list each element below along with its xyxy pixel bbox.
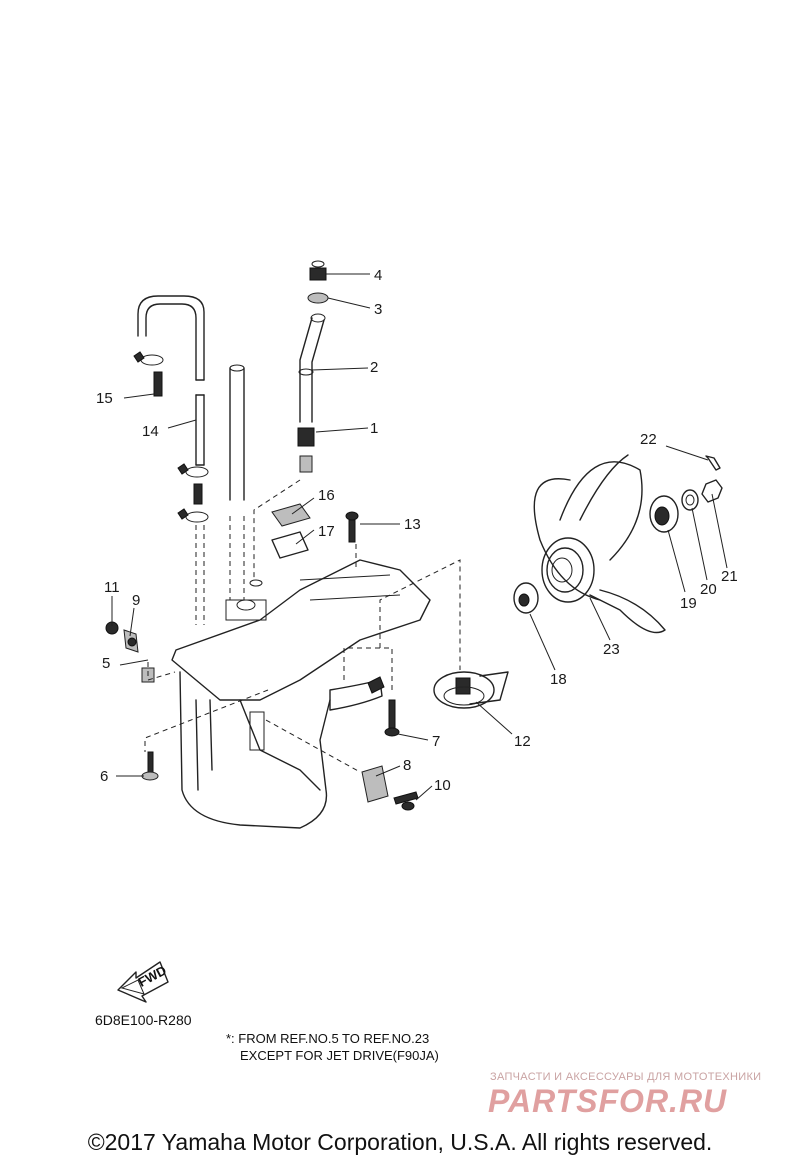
lower-case	[171, 559, 431, 829]
trim-tab-anode	[433, 671, 509, 709]
watermark-subtitle: ЗАПЧАСТИ И АКСЕССУАРЫ ДЛЯ МОТОТЕХНИКИ	[490, 1071, 762, 1083]
callout-labels: 1 2 3 4 5 6 7 8 9 10 11 12 13 14 15 16 1…	[96, 267, 738, 794]
assembly-guide-lines	[144, 479, 461, 773]
anode-and-plate	[271, 503, 359, 559]
callout-15: 15	[96, 390, 113, 407]
lower-fasteners	[361, 699, 419, 811]
drive-shaft	[195, 364, 245, 625]
callout-4: 4	[374, 267, 382, 284]
callout-9: 9	[132, 592, 140, 609]
callout-14: 14	[142, 423, 159, 440]
callout-23: 23	[603, 641, 620, 658]
small-fasteners-left	[105, 621, 159, 781]
leader-lines	[111, 273, 728, 801]
callout-20: 20	[700, 581, 717, 598]
callout-21: 21	[721, 568, 738, 585]
callout-10: 10	[434, 777, 451, 794]
callout-6: 6	[100, 768, 108, 785]
callout-2: 2	[370, 359, 378, 376]
callout-1: 1	[370, 420, 378, 437]
watermark-logo: PARTSFOR.RU	[488, 1083, 728, 1119]
callout-3: 3	[374, 301, 382, 318]
footnote-line-2: EXCEPT FOR JET DRIVE(F90JA)	[240, 1048, 439, 1063]
propeller-assembly	[513, 454, 723, 634]
fwd-arrow-icon: FWD	[117, 961, 169, 1003]
footnote-line-1: *: FROM REF.NO.5 TO REF.NO.23	[226, 1031, 430, 1046]
callout-13: 13	[404, 516, 421, 533]
callout-17: 17	[318, 523, 335, 540]
callout-5: 5	[102, 655, 110, 672]
copyright-notice: ©2017 Yamaha Motor Corporation, U.S.A. A…	[87, 1129, 713, 1155]
callout-12: 12	[514, 733, 531, 750]
callout-11: 11	[104, 579, 120, 596]
callout-8: 8	[403, 757, 411, 774]
water-hose-assembly	[133, 295, 209, 523]
callout-19: 19	[680, 595, 697, 612]
fwd-label: FWD	[136, 963, 169, 990]
callout-22: 22	[640, 431, 657, 448]
water-tube-assembly	[297, 260, 329, 473]
callout-18: 18	[550, 671, 567, 688]
applicability-footnote: *: FROM REF.NO.5 TO REF.NO.23 EXCEPT FOR…	[226, 1030, 439, 1064]
diagram-reference-code: 6D8E100-R280	[95, 1012, 192, 1028]
callout-16: 16	[318, 487, 335, 504]
callout-7: 7	[432, 733, 440, 750]
